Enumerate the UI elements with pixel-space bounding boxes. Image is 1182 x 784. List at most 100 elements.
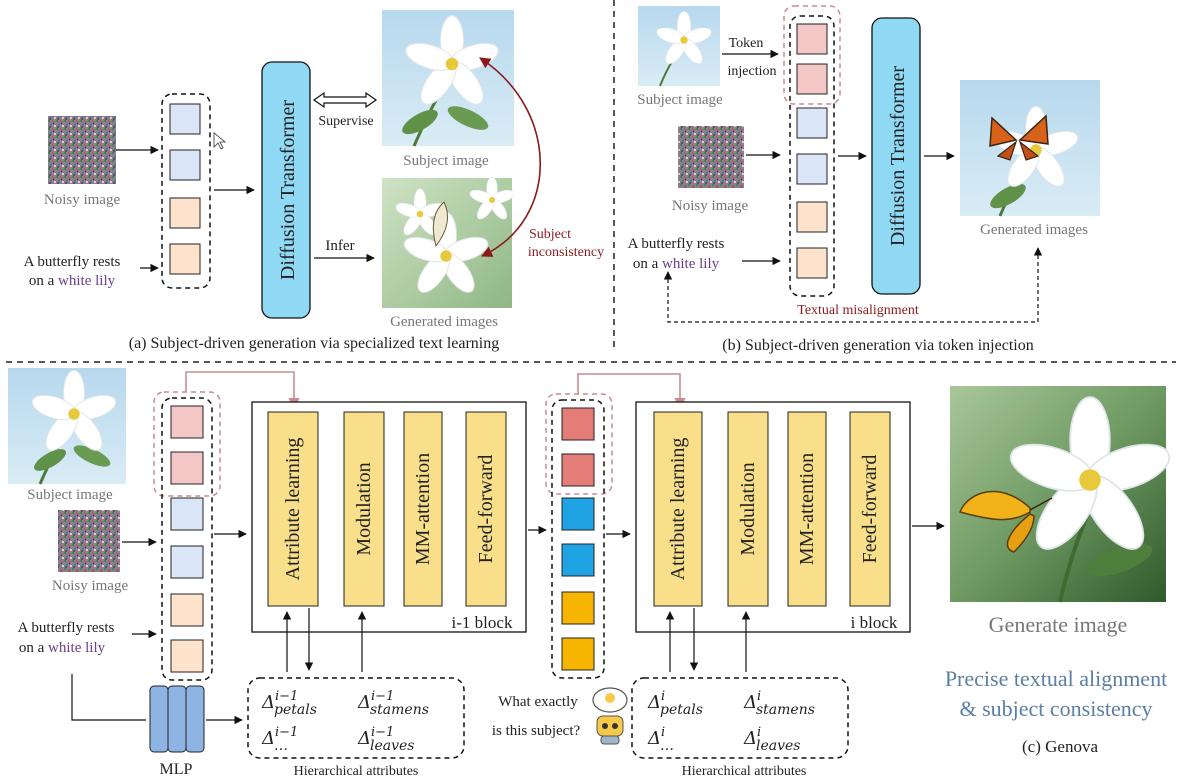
noise-token-updated xyxy=(561,637,595,671)
prompt-c-line1: A butterfly rests xyxy=(18,620,115,636)
token-injection-2: injection xyxy=(728,64,777,79)
noise-token xyxy=(169,243,201,275)
generated-label-a: Generated images xyxy=(390,314,498,330)
caption-c: (c) Genova xyxy=(1022,737,1098,756)
highlight-line1: Precise textual alignment xyxy=(945,666,1167,691)
block2-feed-forward xyxy=(849,411,891,607)
noisy-label-b: Noisy image xyxy=(672,198,749,214)
noise-token xyxy=(170,593,204,627)
text-token-updated xyxy=(561,543,595,577)
subject-image-a xyxy=(382,10,514,147)
subject-token-updated xyxy=(561,453,595,487)
token-sequence-b xyxy=(789,15,835,297)
subject-label-b: Subject image xyxy=(637,92,723,108)
text-token xyxy=(169,149,201,181)
block1-feed-forward xyxy=(465,411,507,607)
noise-token xyxy=(796,247,828,279)
block1-feed-forward-label: Feed-forward xyxy=(475,455,497,564)
caption-b: (b) Subject-driven generation via token … xyxy=(722,337,1033,354)
noisy-label-a: Noisy image xyxy=(44,192,121,208)
subject-image-c xyxy=(8,368,126,485)
token-sequence-c2 xyxy=(551,399,605,679)
token-sequence-c1 xyxy=(161,397,213,681)
block2-attribute-learning xyxy=(653,411,703,607)
block2-mm-attention-label: MM-attention xyxy=(796,453,818,565)
diffusion-transformer-b xyxy=(871,17,921,295)
caption-a: (a) Subject-driven generation via specia… xyxy=(129,335,500,352)
noise-token xyxy=(169,197,201,229)
attribute-more-2: Δi… xyxy=(647,725,674,754)
svg-text:Δi−1…: Δi−1… xyxy=(261,725,298,754)
inconsistency-label-2: inconsistency xyxy=(528,245,604,260)
prompt-a-line1: A butterfly rests xyxy=(24,254,121,270)
supervise-double-arrow xyxy=(312,91,378,109)
inconsistency-arrow xyxy=(479,57,542,257)
block2-modulation-label: Modulation xyxy=(737,462,759,555)
prompt-a-line2: on a white lily xyxy=(29,273,116,289)
subject-token-group-c2 xyxy=(545,393,613,495)
text-token xyxy=(796,107,828,139)
subject-token-group-b xyxy=(783,5,841,105)
question-line1: What exactly xyxy=(498,694,578,710)
block1-attribute-learning-label: Attribute learning xyxy=(282,438,304,581)
block1-attribute-learning xyxy=(267,411,319,607)
injection-arrow-2 xyxy=(577,373,686,410)
generated-image-b xyxy=(960,80,1100,217)
block1-name: i-1 block xyxy=(452,613,513,632)
text-token-updated xyxy=(561,497,595,531)
subject-token xyxy=(796,23,828,55)
mlp-label: MLP xyxy=(160,761,193,778)
misalignment-path xyxy=(663,247,1043,323)
block2-modulation xyxy=(727,411,769,607)
subject-token-updated xyxy=(561,407,595,441)
block2-feed-forward-label: Feed-forward xyxy=(859,455,881,564)
subject-token xyxy=(170,405,204,439)
prompt-c-line2: on a white lily xyxy=(19,640,106,656)
supervise-label: Supervise xyxy=(318,114,373,129)
hier-label-1: Hierarchical attributes xyxy=(294,764,419,779)
panel-a: Noisy image A butterfly rests on a white… xyxy=(24,10,604,352)
block1-modulation xyxy=(343,411,385,607)
subject-label-a: Subject image xyxy=(403,153,489,169)
robot-icon xyxy=(592,687,628,745)
noisy-image-b xyxy=(678,126,744,188)
text-token xyxy=(796,153,828,185)
infer-label: Infer xyxy=(325,238,354,254)
generated-label-b: Generated images xyxy=(980,222,1088,238)
generated-image-a xyxy=(382,176,516,308)
prompt-b-line1: A butterfly rests xyxy=(628,236,725,252)
attributes-box-2 xyxy=(631,677,849,759)
subject-token xyxy=(796,63,828,95)
attributes-box-1 xyxy=(247,677,465,759)
subject-image-b xyxy=(638,6,720,87)
cursor-icon xyxy=(213,132,227,150)
noisy-label-c: Noisy image xyxy=(52,578,129,594)
block1-mm-attention xyxy=(403,411,443,607)
noisy-image-a xyxy=(48,116,116,184)
subject-label-c: Subject image xyxy=(27,487,113,503)
svg-text:Δi…: Δi… xyxy=(647,725,674,754)
subject-token-group-c1 xyxy=(153,391,221,497)
block2-attribute-learning-label: Attribute learning xyxy=(667,438,689,581)
misalignment-label: Textual misalignment xyxy=(797,303,919,318)
highlight-line2: & subject consistency xyxy=(959,696,1152,721)
transformer-label-a: Diffusion Transformer xyxy=(277,100,299,281)
token-injection-1: Token xyxy=(729,36,764,51)
text-token xyxy=(170,497,204,531)
prompt-b-line2: on a white lily xyxy=(633,256,720,272)
noise-token-updated xyxy=(561,591,595,625)
panel-b: Subject image Token injection Noisy imag… xyxy=(628,5,1100,354)
question-line2: is this subject? xyxy=(492,723,581,739)
